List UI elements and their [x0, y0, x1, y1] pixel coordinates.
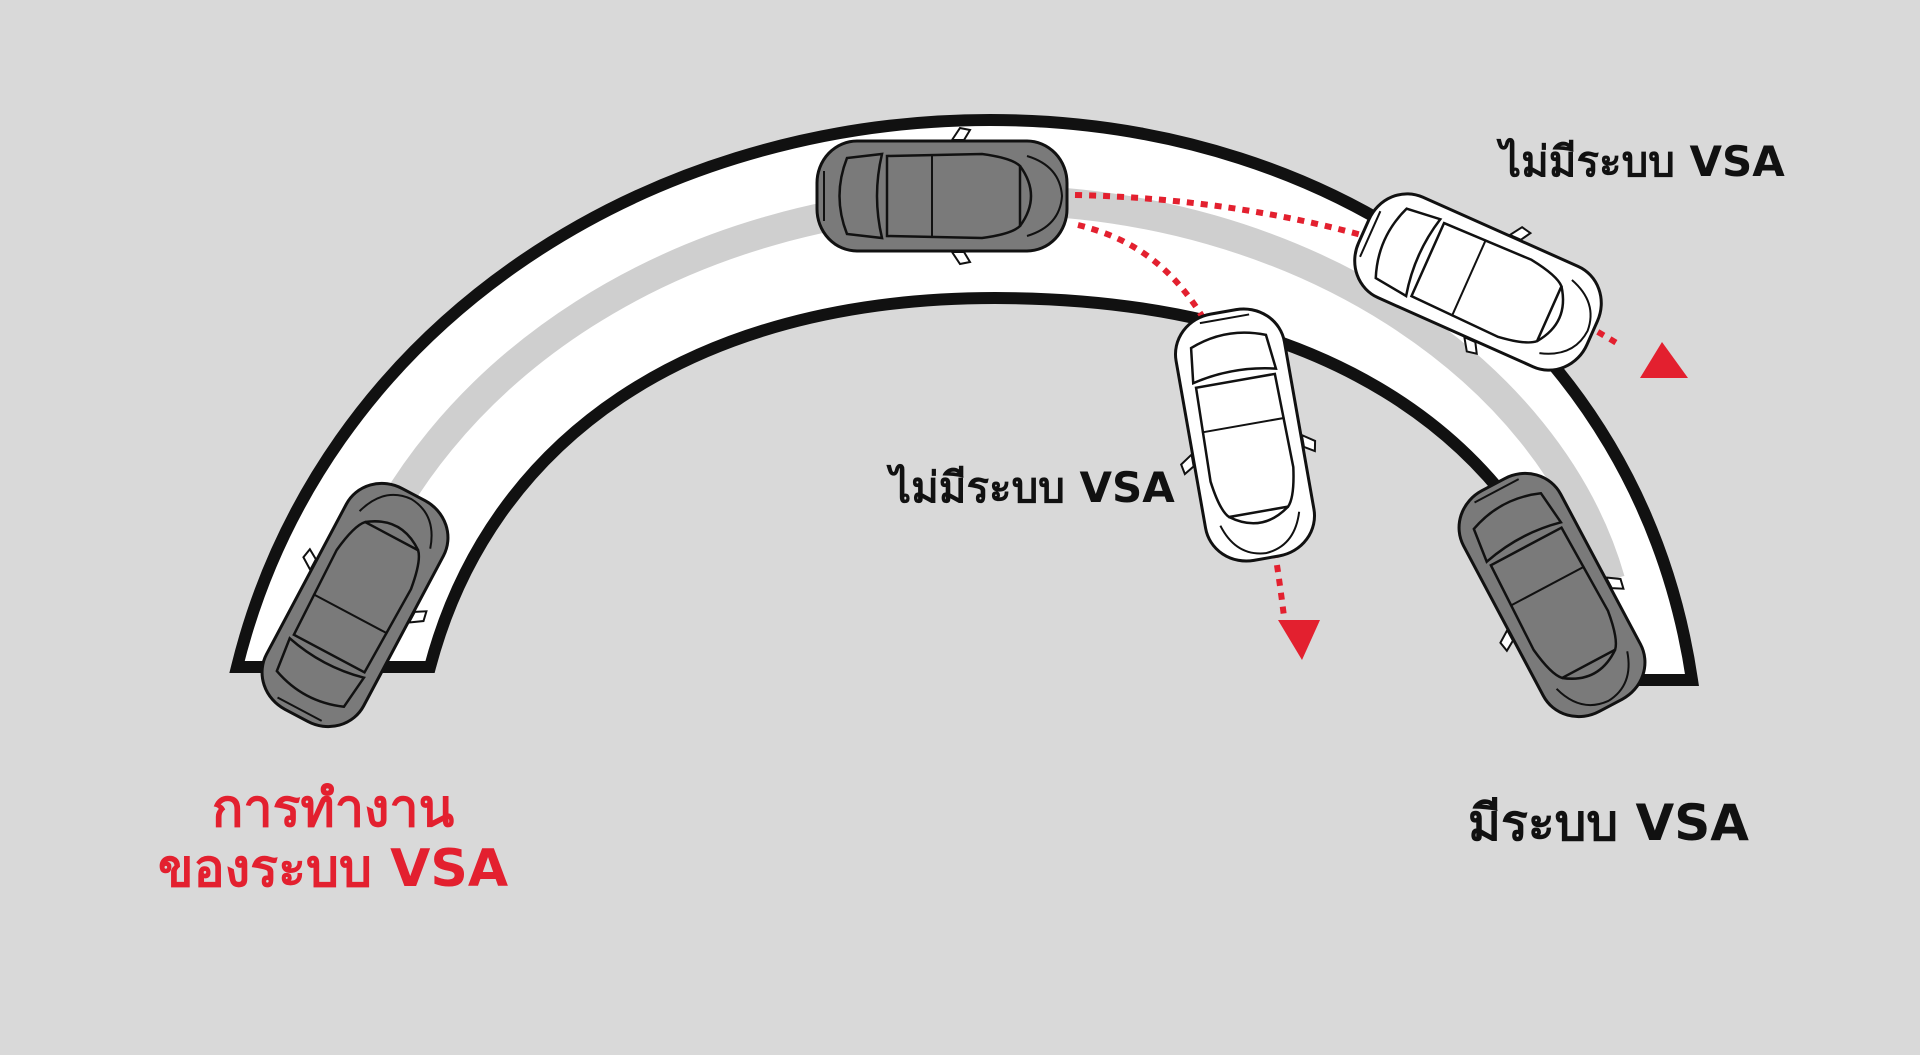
title-line-1: การทำงาน: [211, 779, 455, 839]
skid-arrow-outer-icon: [1640, 342, 1688, 378]
title-line-2: ของระบบ VSA: [158, 838, 509, 899]
label-without-vsa-top: ไม่มีระบบ VSA: [1500, 137, 1785, 186]
diagram-title: การทำงาน ของระบบ VSA: [158, 779, 509, 900]
label-without-vsa-middle: ไม่มีระบบ VSA: [890, 463, 1175, 512]
label-with-vsa: มีระบบ VSA: [1468, 794, 1749, 852]
vsa-car-apex-icon: [815, 126, 1069, 266]
skid-arrow-inner-icon: [1278, 620, 1320, 660]
